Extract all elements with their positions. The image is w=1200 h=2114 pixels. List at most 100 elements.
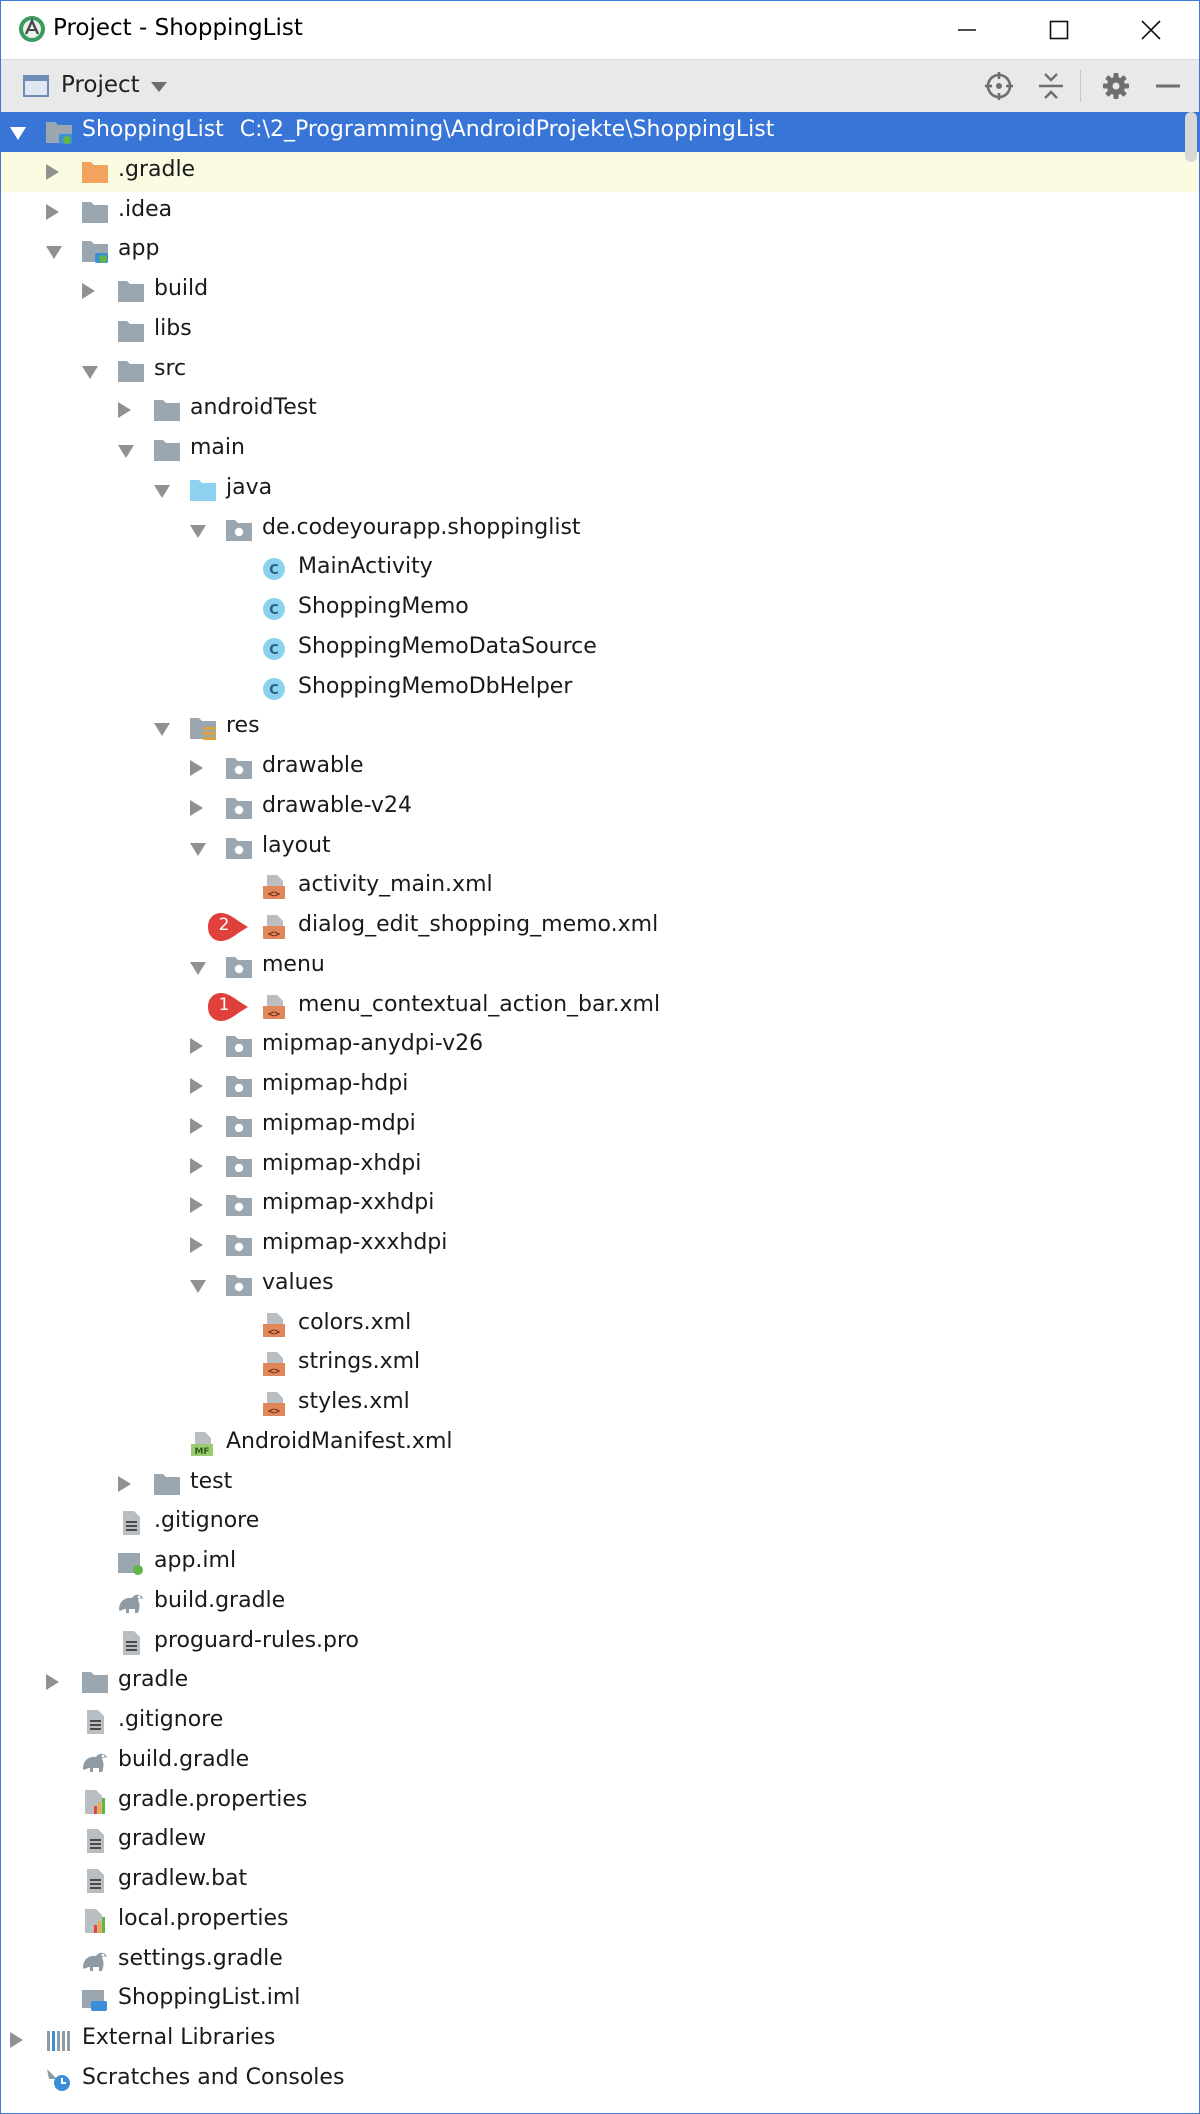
- svg-text:C: C: [269, 643, 279, 658]
- minimize-button[interactable]: [921, 1, 1013, 59]
- tree-row-gradle[interactable]: gradle: [1, 1662, 1199, 1702]
- tree-row-main[interactable]: main: [1, 430, 1199, 470]
- tree-row-local-properties[interactable]: local.properties: [1, 1901, 1199, 1941]
- collapsed-arrow-icon[interactable]: [118, 402, 131, 419]
- collapsed-arrow-icon[interactable]: [190, 1117, 203, 1134]
- project-toolbar: Project: [1, 59, 1199, 113]
- xml-file-icon: <>: [261, 1312, 289, 1338]
- tree-row-mipmap-mdpi[interactable]: mipmap-mdpi: [1, 1106, 1199, 1146]
- expanded-arrow-icon[interactable]: [46, 246, 62, 260]
- tree-row-app[interactable]: app: [1, 231, 1199, 271]
- maximize-button[interactable]: [1013, 1, 1105, 59]
- chevron-down-icon[interactable]: [151, 82, 167, 92]
- tree-row-gradle-properties[interactable]: gradle.properties: [1, 1782, 1199, 1822]
- xml-file-icon: <>: [261, 1351, 289, 1377]
- tree-row-mipmap-xxhdpi[interactable]: mipmap-xxhdpi: [1, 1185, 1199, 1225]
- tree-row-colors-xml[interactable]: <>colors.xml: [1, 1305, 1199, 1345]
- collapsed-arrow-icon[interactable]: [190, 1237, 203, 1253]
- expanded-arrow-icon[interactable]: [118, 445, 134, 458]
- tree-row-mipmap-hdpi[interactable]: mipmap-hdpi: [1, 1066, 1199, 1106]
- collapsed-arrow-icon[interactable]: [46, 1674, 59, 1691]
- collapsed-arrow-icon[interactable]: [190, 1038, 203, 1055]
- tree-row-gradlew-bat[interactable]: gradlew.bat: [1, 1861, 1199, 1901]
- tree-row-de-codeyourapp-shoppinglist[interactable]: de.codeyourapp.shoppinglist: [1, 510, 1199, 550]
- expanded-arrow-icon[interactable]: [82, 365, 98, 379]
- tree-row-styles-xml[interactable]: <>styles.xml: [1, 1384, 1199, 1424]
- collapsed-arrow-icon[interactable]: [190, 799, 203, 816]
- tree-row-menu[interactable]: menu: [1, 947, 1199, 987]
- collapsed-arrow-icon[interactable]: [190, 1197, 203, 1214]
- collapse-all-icon[interactable]: [1035, 70, 1067, 102]
- tree-row-mipmap-anydpi-v26[interactable]: mipmap-anydpi-v26: [1, 1026, 1199, 1066]
- tree-row-proguard-rules-pro[interactable]: proguard-rules.pro: [1, 1623, 1199, 1663]
- xml-file-icon: <>: [261, 914, 289, 940]
- tree-row-mipmap-xxxhdpi[interactable]: mipmap-xxxhdpi: [1, 1225, 1199, 1265]
- svg-text:<>: <>: [268, 1327, 280, 1338]
- expanded-arrow-icon[interactable]: [154, 723, 170, 737]
- annotation-badge-number: 1: [218, 994, 230, 1015]
- collapsed-arrow-icon[interactable]: [190, 1078, 203, 1094]
- tree-row-androidtest[interactable]: androidTest: [1, 390, 1199, 430]
- tree-row-mipmap-xhdpi[interactable]: mipmap-xhdpi: [1, 1146, 1199, 1186]
- collapsed-arrow-icon[interactable]: [118, 1475, 131, 1492]
- tree-row-java[interactable]: java: [1, 470, 1199, 510]
- tree-row-gitignore[interactable]: .gitignore: [1, 1702, 1199, 1742]
- collapsed-arrow-icon[interactable]: [46, 163, 59, 180]
- tree-row-activity-main-xml[interactable]: <>activity_main.xml: [1, 867, 1199, 907]
- expanded-arrow-icon[interactable]: [190, 842, 206, 856]
- tree-item-label: proguard-rules.pro: [154, 1627, 360, 1653]
- project-view-selector[interactable]: Project: [61, 72, 140, 98]
- tree-row-settings-gradle[interactable]: settings.gradle: [1, 1941, 1199, 1981]
- tree-row-strings-xml[interactable]: <>strings.xml: [1, 1344, 1199, 1384]
- tree-row-test[interactable]: test: [1, 1464, 1199, 1504]
- tree-row-res[interactable]: res: [1, 708, 1199, 748]
- locate-icon[interactable]: [983, 70, 1015, 102]
- tree-row-gitignore[interactable]: .gitignore: [1, 1503, 1199, 1543]
- expanded-arrow-icon[interactable]: [190, 961, 206, 975]
- class-icon: C: [261, 556, 289, 582]
- collapsed-arrow-icon[interactable]: [190, 1157, 203, 1174]
- tree-row-build-gradle[interactable]: build.gradle: [1, 1583, 1199, 1623]
- manifest-file-icon: MF: [189, 1431, 217, 1457]
- expanded-arrow-icon[interactable]: [190, 524, 206, 538]
- tree-row-shoppinglist-iml[interactable]: ShoppingList.iml: [1, 1980, 1199, 2020]
- tree-row-drawable-v24[interactable]: drawable-v24: [1, 788, 1199, 828]
- tree-row-idea[interactable]: .idea: [1, 192, 1199, 232]
- collapsed-arrow-icon[interactable]: [10, 2032, 23, 2048]
- xml-file-icon: <>: [261, 994, 289, 1020]
- expanded-arrow-icon[interactable]: [10, 127, 26, 140]
- close-icon: [1141, 20, 1161, 40]
- tree-row-libs[interactable]: libs: [1, 311, 1199, 351]
- tree-row-layout[interactable]: layout: [1, 828, 1199, 868]
- tree-row-build[interactable]: build: [1, 271, 1199, 311]
- expanded-arrow-icon[interactable]: [190, 1279, 206, 1293]
- expanded-arrow-icon[interactable]: [154, 484, 170, 498]
- tree-item-label: res: [226, 713, 260, 739]
- tree-row-scratches-and-consoles[interactable]: Scratches and Consoles: [1, 2060, 1199, 2100]
- tree-row-build-gradle[interactable]: build.gradle: [1, 1742, 1199, 1782]
- gear-icon[interactable]: [1100, 70, 1132, 102]
- tree-row-app-iml[interactable]: app.iml: [1, 1543, 1199, 1583]
- collapsed-arrow-icon[interactable]: [46, 203, 59, 220]
- tree-row-drawable[interactable]: drawable: [1, 748, 1199, 788]
- close-button[interactable]: [1105, 1, 1197, 59]
- collapsed-arrow-icon[interactable]: [82, 283, 95, 299]
- class-icon: C: [261, 636, 289, 662]
- collapsed-arrow-icon[interactable]: [190, 760, 203, 776]
- vertical-scrollbar[interactable]: [1185, 112, 1197, 162]
- tree-row-external-libraries[interactable]: External Libraries: [1, 2020, 1199, 2060]
- tree-row-gradlew[interactable]: gradlew: [1, 1821, 1199, 1861]
- tree-row-values[interactable]: values: [1, 1265, 1199, 1305]
- tree-row-src[interactable]: src: [1, 351, 1199, 391]
- tree-row-gradle[interactable]: .gradle: [1, 151, 1199, 192]
- hide-icon[interactable]: [1152, 70, 1184, 102]
